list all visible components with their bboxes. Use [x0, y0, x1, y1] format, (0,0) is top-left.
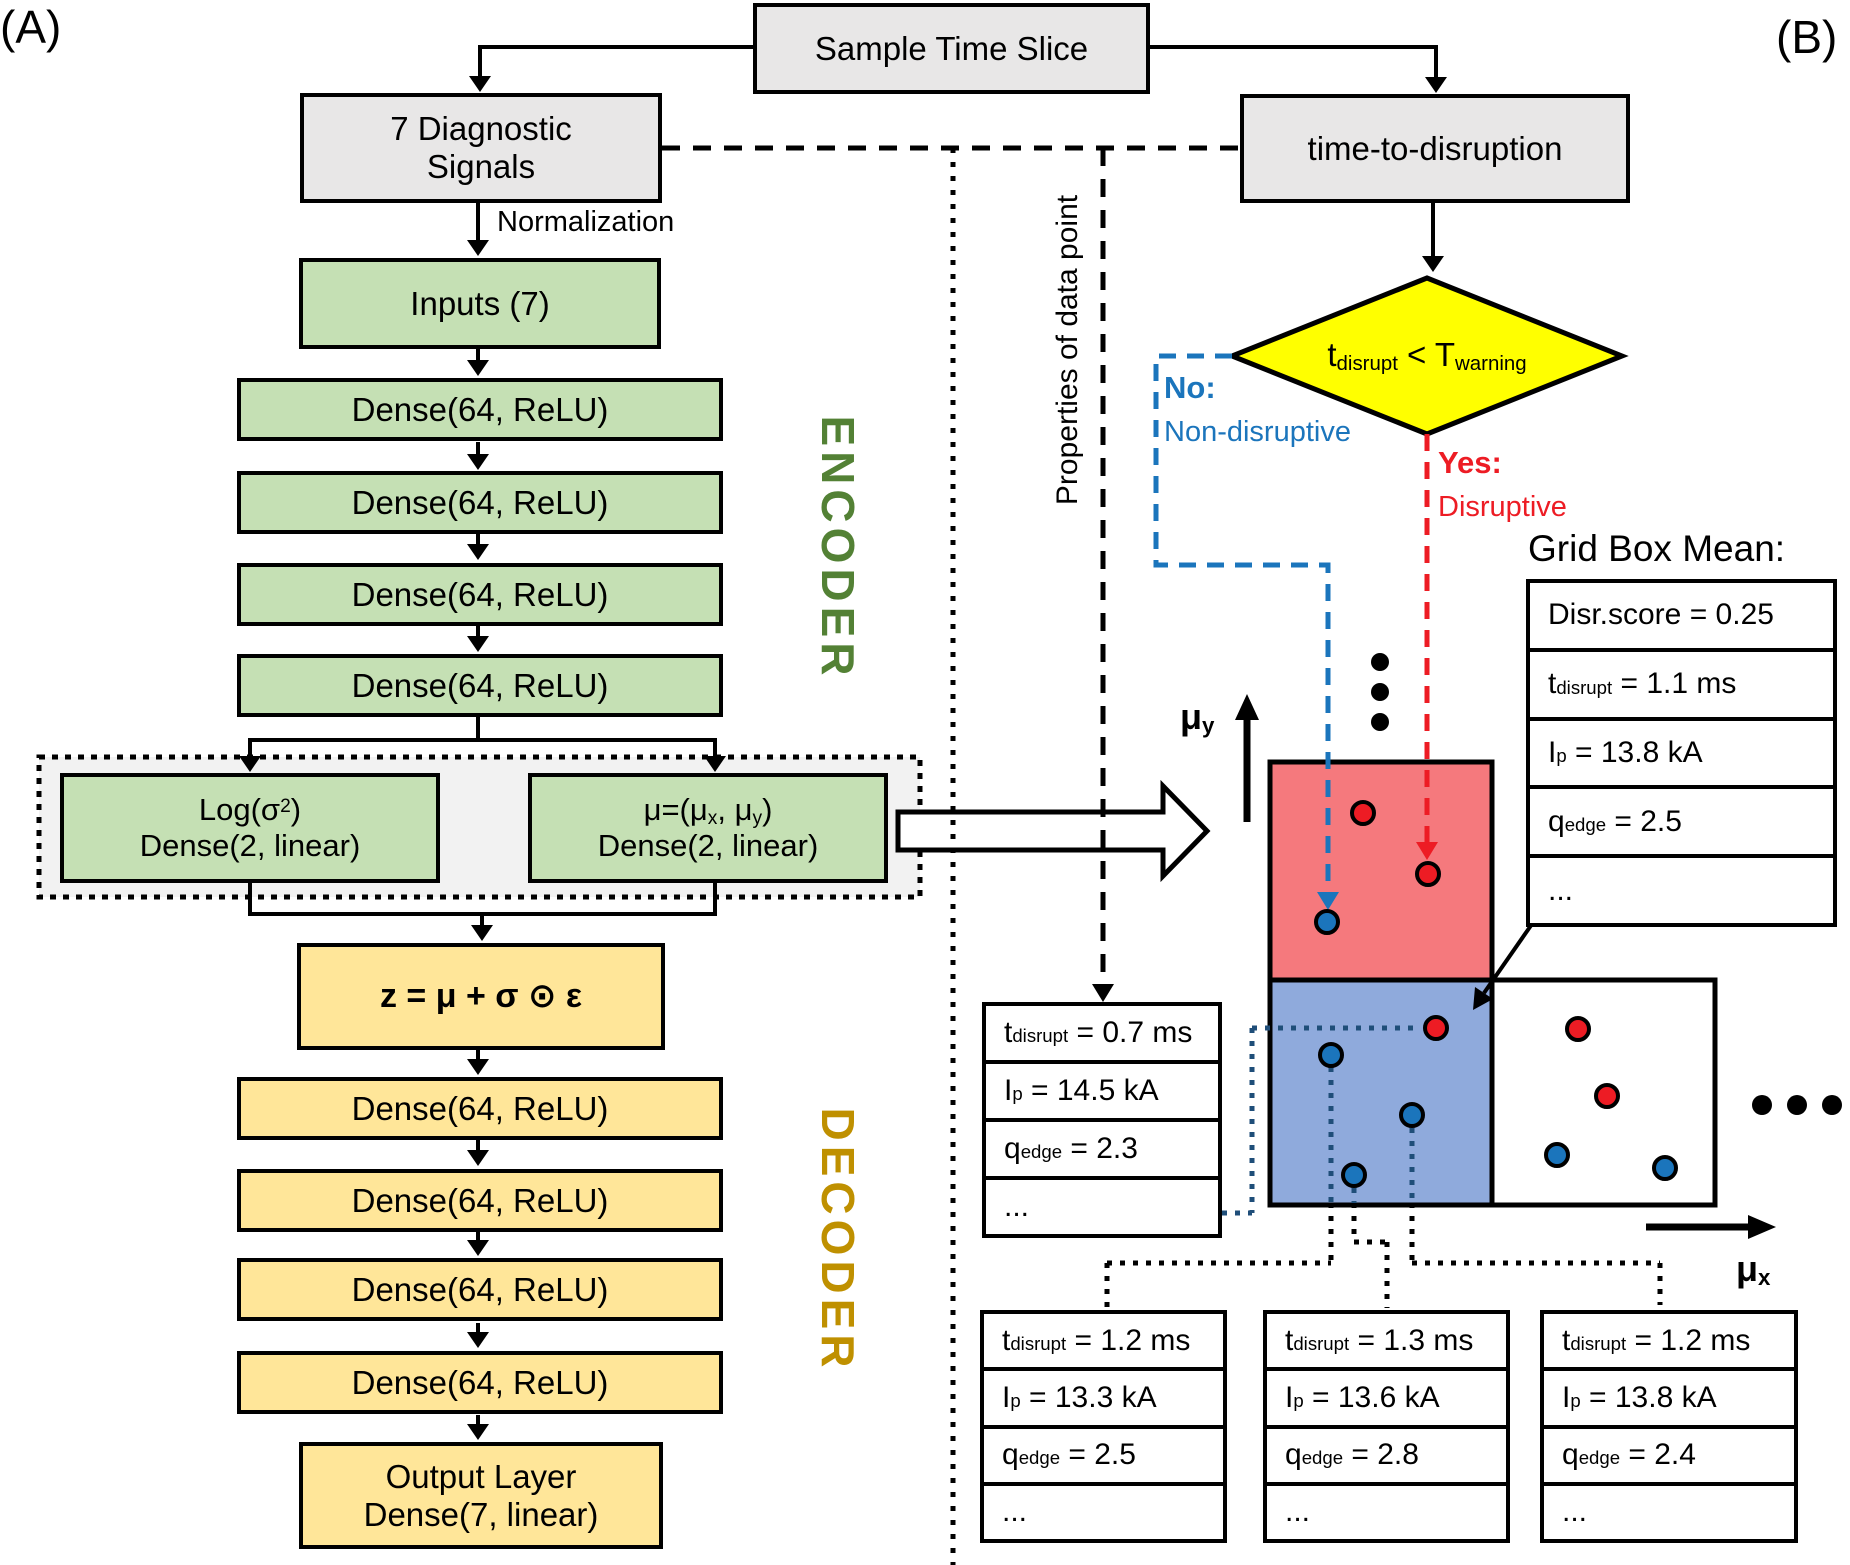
time-to-disruption-box: time-to-disruption — [1240, 94, 1630, 203]
table-row: ... — [1544, 1481, 1794, 1539]
arrowhead — [1416, 842, 1438, 860]
diamond-condition-label: tdisrupt < Twarning — [1327, 336, 1527, 375]
normalization-label: Normalization — [497, 206, 675, 238]
yes-branch-label: Yes: Disruptive — [1438, 445, 1567, 523]
merge-to-z — [248, 883, 717, 927]
encoder-dense-layer-1: Dense(64, ReLU) — [237, 378, 723, 441]
red-point — [1350, 800, 1376, 826]
arrowhead — [1235, 694, 1259, 720]
blue-point — [1314, 909, 1340, 935]
mu-x-axis-label: μx — [1736, 1248, 1771, 1291]
arrowhead — [471, 925, 493, 941]
sample-to-tdis-arrow — [1150, 45, 1438, 81]
blue-point — [1399, 1102, 1425, 1128]
arrowhead — [704, 756, 726, 772]
grid-cell-red — [1267, 759, 1495, 983]
decoder-dense-layer-3: Dense(64, ReLU) — [237, 1258, 723, 1321]
no-branch-label: No: Non-disruptive — [1164, 370, 1351, 448]
mu-y-axis-label: μy — [1180, 696, 1215, 739]
arrowhead — [469, 76, 491, 92]
decoder-section-label: DECODER — [812, 1107, 864, 1373]
inputs-box: Inputs (7) — [299, 258, 661, 349]
grid-box-mean-title: Grid Box Mean: — [1528, 528, 1786, 569]
decoder-dense-layer-4: Dense(64, ReLU) — [237, 1351, 723, 1414]
horizontal-ellipsis-icon — [1752, 1095, 1842, 1115]
decoder-dense-layer-2: Dense(64, ReLU) — [237, 1169, 723, 1232]
table-row: ... — [984, 1481, 1223, 1539]
table-row: ... — [986, 1176, 1218, 1234]
encoder-dense-layer-3: Dense(64, ReLU) — [237, 563, 723, 626]
latent-data-points — [1314, 800, 1678, 1188]
block-arrow-right-icon — [895, 779, 1211, 883]
arrowhead — [1473, 987, 1493, 1010]
panel-label-b: (B) — [1776, 11, 1838, 63]
arrowhead — [1422, 256, 1444, 272]
dotted-table-connectors — [1104, 1203, 1663, 1308]
reparameterization-box: z = μ + σ ⊙ ε — [297, 943, 665, 1050]
blue-point — [1318, 1042, 1344, 1068]
encoder-section-label: ENCODER — [812, 415, 864, 681]
red-point — [1594, 1083, 1620, 1109]
sample-time-slice-box: Sample Time Slice — [753, 3, 1150, 94]
table-row: Disr.score = 0.25 — [1548, 598, 1774, 632]
red-point — [1565, 1016, 1591, 1042]
stack-arrows — [467, 198, 489, 1440]
encoder-dense-layer-2: Dense(64, ReLU) — [237, 471, 723, 534]
blue-point — [1341, 1162, 1367, 1188]
red-point — [1415, 861, 1441, 887]
arrowhead — [239, 756, 261, 772]
decoder-dense-layer-1: Dense(64, ReLU) — [237, 1077, 723, 1140]
arrowhead — [1092, 984, 1114, 1002]
arrowhead — [1425, 77, 1447, 93]
log-variance-box: Log(σ2) Dense(2, linear) — [60, 773, 440, 883]
vertical-ellipsis-icon — [1371, 653, 1389, 731]
sample-to-diagnostic-arrow — [478, 45, 753, 80]
table-row: ... — [1267, 1481, 1506, 1539]
table-row: ... — [1530, 854, 1833, 923]
grid-mean-annotation-arrow — [1482, 922, 1534, 995]
encoder-dense-layer-4: Dense(64, ReLU) — [237, 654, 723, 717]
blue-point — [1652, 1155, 1678, 1181]
blue-point — [1544, 1142, 1570, 1168]
no-branch-dashed-path — [1153, 353, 1331, 894]
arrowhead — [1748, 1215, 1776, 1239]
branch-to-latent — [248, 717, 717, 758]
grid-cell-blue — [1267, 977, 1495, 1208]
mu-box: μ=(μx, μy) Dense(2, linear) — [528, 773, 888, 883]
arrowhead — [1317, 892, 1339, 910]
panel-label-a: (A) — [0, 1, 62, 53]
navy-dotted-links — [1222, 1025, 1420, 1216]
properties-of-data-point-label: Properties of data point — [1051, 194, 1084, 506]
red-point — [1423, 1015, 1449, 1041]
